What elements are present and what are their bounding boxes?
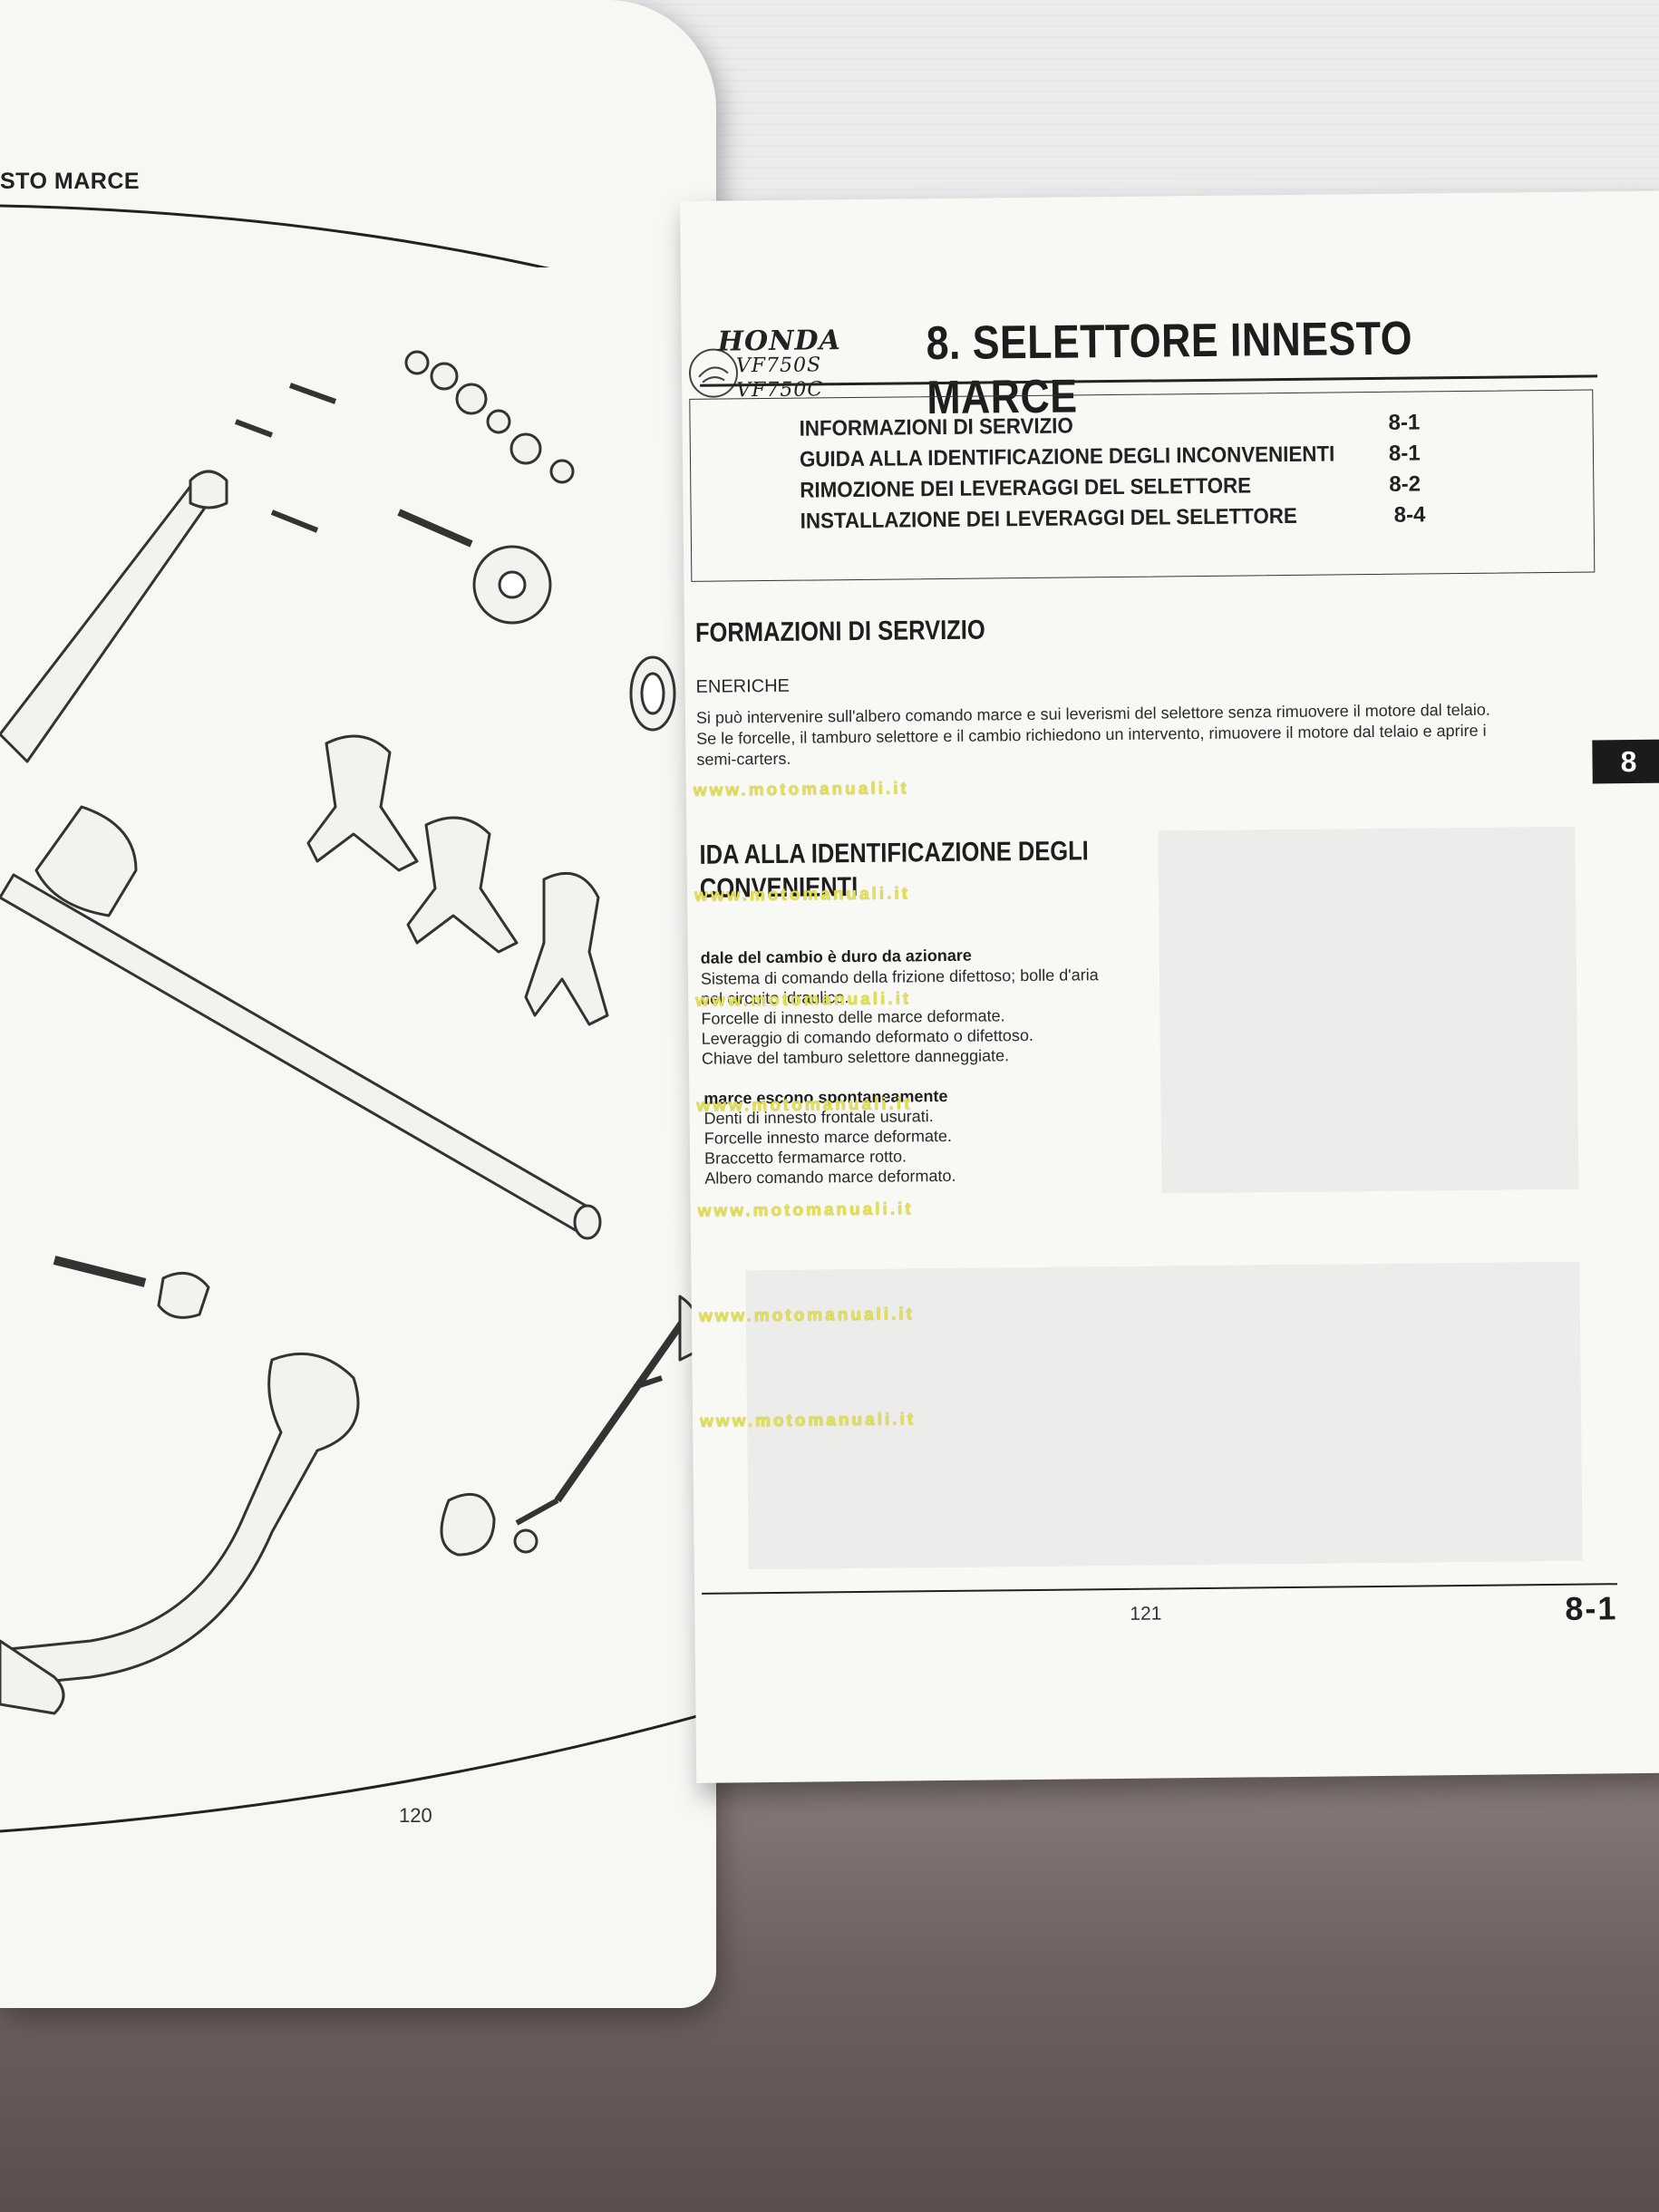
cause-line: Braccetto fermamarce rotto. xyxy=(703,1147,907,1168)
watermark-text: www.motomanuali.it xyxy=(697,1199,914,1221)
right-page: HONDA VF750S VF750C 8. SELETTORE INNESTO… xyxy=(680,190,1659,1783)
watermark-text: www.motomanuali.it xyxy=(695,989,912,1011)
watermark-text: www.motomanuali.it xyxy=(699,1410,917,1431)
brand-block: HONDA VF750S VF750C xyxy=(717,325,842,403)
cause-line: Leveraggio di comando deformato o difett… xyxy=(701,1025,1033,1048)
toc-item-label: INFORMAZIONI DI SERVIZIO xyxy=(799,413,1073,441)
toc-item-label: INSTALLAZIONE DEI LEVERAGGI DEL SELETTOR… xyxy=(800,503,1297,534)
gearshift-exploded-diagram xyxy=(0,350,702,1715)
toc-item-page: 8-1 xyxy=(1388,441,1421,466)
honda-wing-logo xyxy=(688,348,738,398)
toc-item-page: 8-2 xyxy=(1389,471,1421,497)
cause-line: Chiave del tamburo selettore danneggiate… xyxy=(701,1046,1010,1068)
left-footer-rule xyxy=(0,1712,708,1833)
left-header-rule xyxy=(0,204,550,267)
toc-item-label: GUIDA ALLA IDENTIFICAZIONE DEGLI INCONVE… xyxy=(799,441,1335,472)
left-page: STO MARCE xyxy=(0,0,716,2008)
section-page-number: 8-1 xyxy=(1565,1589,1618,1627)
watermark-text: www.motomanuali.it xyxy=(694,884,911,906)
cause-line: Forcelle innesto marce deformate. xyxy=(703,1126,953,1148)
footer-rule xyxy=(702,1583,1618,1595)
body-line: semi-carters. xyxy=(696,749,791,769)
watermark-text: www.motomanuali.it xyxy=(696,1094,913,1116)
left-page-header: STO MARCE xyxy=(0,169,141,194)
table-of-contents: INFORMAZIONI DI SERVIZIO 8-1 GUIDA ALLA … xyxy=(689,389,1596,582)
brand-model-s: VF750S xyxy=(735,354,822,378)
toc-item-page: 8-1 xyxy=(1388,410,1421,435)
section-heading: FORMAZIONI DI SERVIZIO xyxy=(694,615,985,648)
left-page-number: 120 xyxy=(399,1804,432,1827)
watermark-text: www.motomanuali.it xyxy=(698,1305,916,1326)
cause-line: Sistema di comando della frizione difett… xyxy=(700,965,1099,988)
bleed-through-photo xyxy=(1158,826,1579,1194)
right-page-number: 121 xyxy=(1130,1603,1162,1625)
section-heading: IDA ALLA IDENTIFICAZIONE DEGLI xyxy=(699,836,1089,870)
subsection-heading: ENERICHE xyxy=(695,675,791,697)
symptom-heading: dale del cambio è duro da azionare xyxy=(700,946,972,967)
brand-honda: HONDA xyxy=(717,325,842,358)
watermark-text: www.motomanuali.it xyxy=(693,779,909,800)
cause-line: Albero comando marce deformato. xyxy=(704,1166,956,1188)
toc-item-page: 8-4 xyxy=(1393,502,1426,528)
chapter-tab: 8 xyxy=(1592,739,1659,784)
toc-item-label: RIMOZIONE DEI LEVERAGGI DEL SELETTORE xyxy=(800,473,1252,503)
